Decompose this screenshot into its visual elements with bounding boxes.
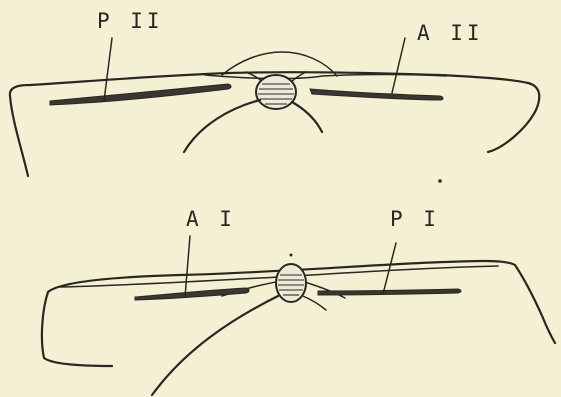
label-p-ii: P II (97, 9, 164, 33)
lower-specimen (42, 236, 555, 395)
label-a-ii: A II (417, 21, 484, 45)
upper-pointer-right (392, 38, 405, 93)
upper-muscle-right (310, 89, 443, 100)
ink-speck (290, 254, 293, 257)
label-a-i: A I (186, 207, 236, 231)
lower-muscle-left (135, 288, 249, 300)
lower-stalk-right (303, 296, 326, 310)
upper-pointer-left (104, 38, 112, 101)
lower-pointer-left (185, 236, 190, 297)
lower-stalk (152, 296, 278, 395)
lower-pointer-right (383, 243, 396, 294)
upper-specimen (10, 38, 539, 183)
upper-inner-line (205, 75, 446, 79)
label-p-i: P I (390, 207, 440, 231)
upper-stalk-right (292, 102, 322, 132)
lower-muscle-right (318, 289, 461, 295)
upper-muscle-left (50, 84, 231, 105)
lower-body-oval (276, 264, 306, 302)
upper-stalk-left (184, 100, 260, 152)
ink-speck (438, 179, 442, 183)
